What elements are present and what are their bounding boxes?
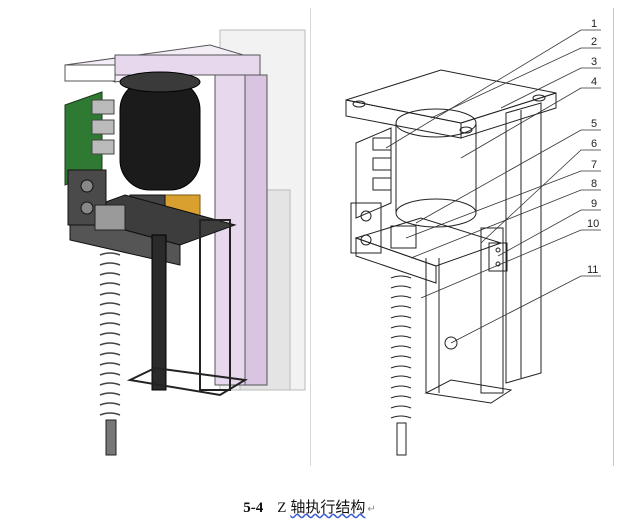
callout-9: 9 xyxy=(591,198,597,210)
paragraph-mark: ↵ xyxy=(367,504,376,515)
render-3d-drawing xyxy=(64,29,306,456)
callout-7: 7 xyxy=(591,159,597,171)
line-drawing: 1 2 3 4 5 6 7 8 9 10 11 xyxy=(310,8,614,466)
line-drawing-svg: 1 2 3 4 5 6 7 8 9 10 11 xyxy=(345,18,601,456)
callout-5: 5 xyxy=(591,118,597,130)
callout-3: 3 xyxy=(591,56,597,68)
callout-11: 11 xyxy=(587,264,598,276)
callout-4: 4 xyxy=(591,76,597,88)
figure-number: 5-4 xyxy=(243,500,264,516)
callout-10: 10 xyxy=(587,218,599,230)
callout-2: 2 xyxy=(591,36,597,48)
callout-6: 6 xyxy=(591,138,597,150)
render-3d xyxy=(30,20,308,470)
callout-8: 8 xyxy=(591,178,597,190)
caption-text: 轴执行结构 xyxy=(290,498,366,516)
callout-1: 1 xyxy=(591,18,597,30)
caption-z: Z xyxy=(277,500,287,516)
